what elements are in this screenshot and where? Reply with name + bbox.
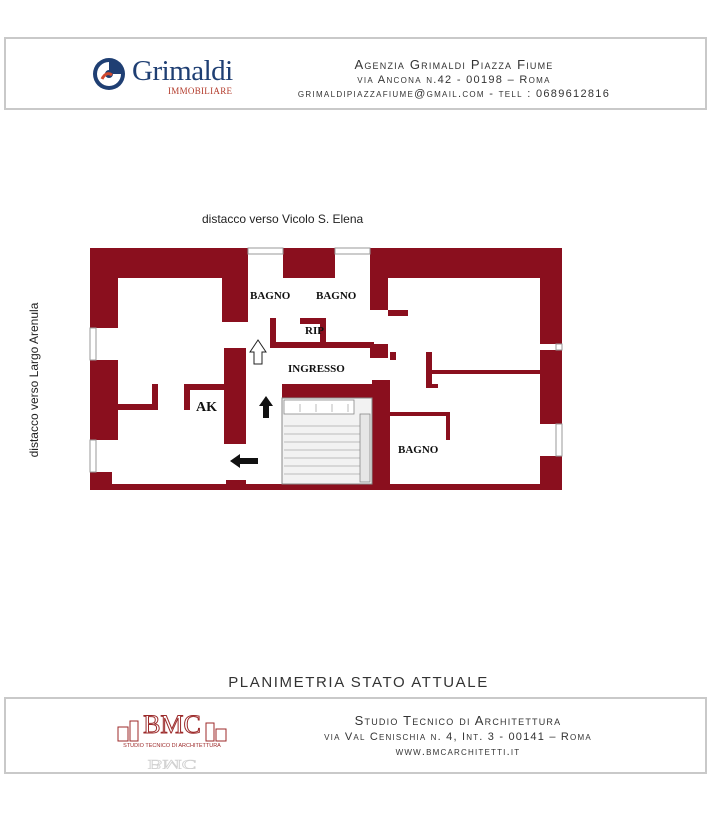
header-box: Grimaldi IMMOBILIARE Agenzia Grimaldi Pi…	[4, 37, 707, 110]
studio-address: via Val Cenischia n. 4, Int. 3 - 00141 –…	[324, 731, 592, 743]
studio-name: Studio Tecnico di Architettura	[354, 713, 562, 728]
staircase	[281, 397, 373, 485]
agency-name: Agenzia Grimaldi Piazza Fiume	[354, 57, 554, 72]
room-label-rip: RIP	[305, 325, 324, 337]
room-label-bagno-3: BAGNO	[398, 444, 439, 456]
studio-info: Studio Tecnico di Architettura via Val C…	[268, 713, 648, 758]
plan-title: PLANIMETRIA STATO ATTUALE	[228, 674, 489, 691]
top-orientation-label: distacco verso Vicolo S. Elena	[202, 212, 364, 226]
logo-name: Grimaldi	[132, 55, 233, 87]
agency-address: via Ancona n.42 - 00198 – Roma	[357, 74, 551, 86]
svg-text:STUDIO TECNICO DI ARCHITETTURA: STUDIO TECNICO DI ARCHITETTURA	[123, 743, 221, 749]
agency-contact: grimaldipiazzafiume@gmail.com - tell : 0…	[297, 88, 611, 100]
svg-text:BMC: BMC	[143, 710, 201, 739]
grimaldi-mark-icon	[93, 58, 125, 90]
windows	[89, 247, 563, 473]
studio-website: www.bmcarchitetti.it	[395, 746, 521, 758]
agency-info: Agenzia Grimaldi Piazza Fiume via Ancona…	[264, 57, 644, 100]
grimaldi-logo: Grimaldi IMMOBILIARE	[92, 53, 262, 99]
entry-arrow-up-icon	[259, 396, 273, 418]
room-label-bagno-1: BAGNO	[250, 290, 291, 302]
room-label-bagno-2: BAGNO	[316, 290, 357, 302]
walls	[90, 248, 562, 490]
room-label-ingresso: INGRESSO	[288, 363, 345, 375]
entry-arrow-outline-icon	[249, 339, 267, 365]
bmc-logo-icon: BMC STUDIO TECNICO DI ARCHITETTURA BMC	[117, 710, 227, 769]
footer-box: BMC STUDIO TECNICO DI ARCHITETTURA BMC S…	[4, 697, 707, 774]
room-label-ak: AK	[196, 400, 217, 415]
exit-arrow-left-icon	[230, 454, 258, 468]
svg-text:BMC: BMC	[148, 757, 197, 769]
logo-subtitle: IMMOBILIARE	[168, 86, 233, 96]
